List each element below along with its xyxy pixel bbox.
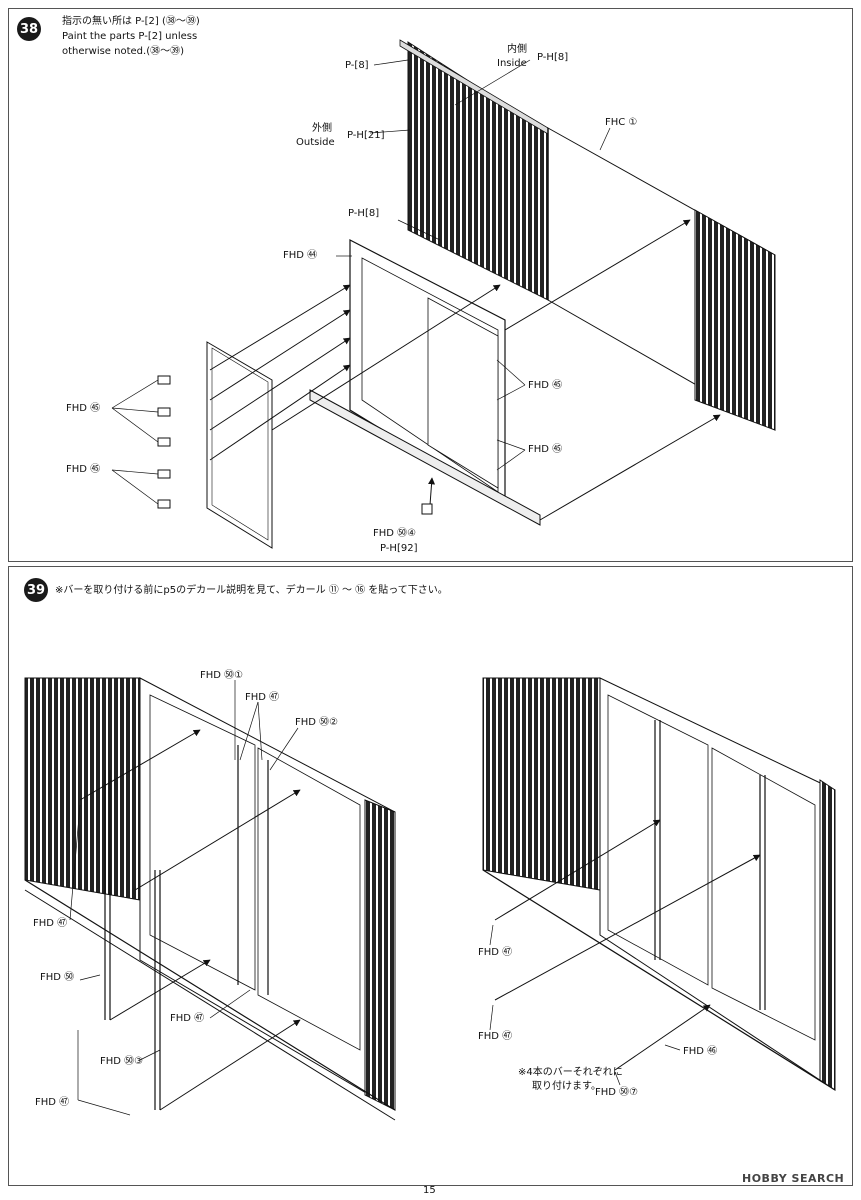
label-fhd-47-r2: FHD ㊼ xyxy=(478,1031,513,1042)
step-38-badge: 38 xyxy=(17,17,41,41)
label-fhd-45-a: FHD ㊺ xyxy=(66,403,101,414)
step-38-frame xyxy=(8,8,853,562)
step-39-badge: 39 xyxy=(24,578,48,602)
step-38-note-jp: 指示の無い所は P-[2] (㊳〜㊴) xyxy=(62,16,200,27)
label-outside-code: P-H[21] xyxy=(347,130,385,141)
step-39-note: ※バーを取り付ける前にp5のデカール説明を見て、デカール ⑪ 〜 ⑯ を貼って下… xyxy=(55,585,448,596)
bar-note-2: 取り付けます。 xyxy=(532,1081,601,1092)
label-fhd-47-r1: FHD ㊼ xyxy=(478,947,513,958)
label-p8-top: P-[8] xyxy=(345,60,369,71)
label-fhd-57: FHD ㊿⑦ xyxy=(595,1087,639,1098)
label-fhd-47-mid: FHD ㊼ xyxy=(170,1013,205,1024)
label-inside-en: Inside xyxy=(497,58,527,69)
step-38-note-en-1: Paint the parts P-[2] unless xyxy=(62,31,198,42)
label-fhd-45-b: FHD ㊺ xyxy=(66,464,101,475)
bar-note-1: ※4本のバーそれぞれに xyxy=(518,1067,623,1078)
label-fhd-46: FHD ㊻ xyxy=(683,1046,718,1057)
label-inside-code: P-H[8] xyxy=(537,52,569,63)
label-outside-jp: 外側 xyxy=(312,123,332,134)
label-fhc-1: FHC ① xyxy=(605,117,638,128)
label-fhd-52: FHD ㊿② xyxy=(295,717,339,728)
label-ph8-mid: P-H[8] xyxy=(348,208,380,219)
label-fhd-47-top: FHD ㊼ xyxy=(245,692,280,703)
label-outside-en: Outside xyxy=(296,137,335,148)
watermark-text: HOBBY SEARCH xyxy=(742,1172,845,1185)
label-fhd-54: FHD ㊿④ xyxy=(373,528,417,539)
label-ph92: P-H[92] xyxy=(380,543,418,554)
label-fhd-50: FHD ㊿ xyxy=(40,972,75,983)
label-fhd-47-left: FHD ㊼ xyxy=(33,918,68,929)
label-fhd-47-bottom: FHD ㊼ xyxy=(35,1097,70,1108)
label-fhd-51: FHD ㊿① xyxy=(200,670,244,681)
step-38-note-en-2: otherwise noted.(㊳〜㊴) xyxy=(62,46,184,57)
page-number: 15 xyxy=(423,1185,436,1196)
label-fhd-45-c: FHD ㊺ xyxy=(528,380,563,391)
label-inside-jp: 内側 xyxy=(507,44,527,55)
label-fhd-45-d: FHD ㊺ xyxy=(528,444,563,455)
label-fhd-53: FHD ㊿③ xyxy=(100,1056,144,1067)
label-fhd-44: FHD ㊹ xyxy=(283,250,318,261)
step-39-frame xyxy=(8,566,853,1186)
